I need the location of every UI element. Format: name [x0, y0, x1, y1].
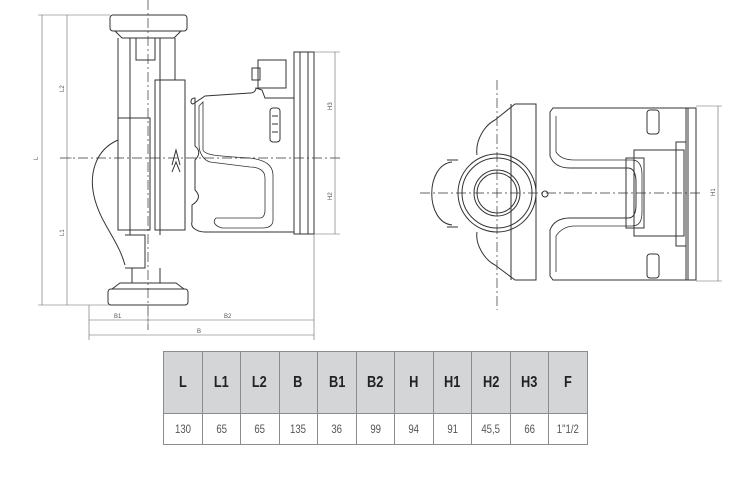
value-cell: 94	[394, 413, 434, 445]
label-H1: H1	[711, 188, 717, 196]
label-H2: H2	[328, 192, 334, 200]
value-cell: 65	[240, 413, 280, 445]
label-B: B	[197, 329, 201, 335]
header-cell: L	[163, 351, 203, 414]
side-view-dimension-labels: L L2 L1 H3 H2 B1 B2 B	[34, 85, 334, 335]
header-cell: H3	[509, 351, 549, 414]
header-cell: L2	[240, 351, 280, 414]
table-row: 130 65 65 135 36 99 94 91 45,5 66 1"1/2	[163, 413, 588, 445]
header-cell: H1	[432, 351, 472, 414]
label-L2: L2	[60, 85, 66, 92]
value-cell: 66	[509, 413, 549, 445]
table-header-row: L L1 L2 B B1 B2 H H1 H2 H3 F	[163, 351, 588, 414]
value-cell: 1"1/2	[548, 413, 588, 445]
value-cell: 135	[278, 413, 318, 445]
header-cell: B2	[355, 351, 395, 414]
header-cell: F	[548, 351, 588, 414]
header-cell: B	[278, 351, 318, 414]
label-B1: B1	[114, 314, 122, 320]
value-cell: 130	[163, 413, 203, 445]
front-view	[420, 80, 700, 310]
value-cell: 99	[355, 413, 395, 445]
value-cell: 65	[201, 413, 241, 445]
label-L1: L1	[60, 229, 66, 236]
label-H3: H3	[328, 102, 334, 110]
header-cell: H2	[471, 351, 511, 414]
header-cell: L1	[201, 351, 241, 414]
header-cell: H	[394, 351, 434, 414]
label-L: L	[34, 156, 40, 160]
side-view	[60, 0, 340, 330]
front-view-dimensions	[696, 105, 722, 282]
value-cell: 36	[317, 413, 357, 445]
label-B2: B2	[224, 314, 232, 320]
side-view-dimensions	[38, 14, 340, 340]
pump-technical-drawing: L L2 L1 H3 H2 B1 B2 B	[34, 0, 722, 340]
dimensions-table: L L1 L2 B B1 B2 H H1 H2 H3 F 130 65 65 1…	[163, 351, 588, 445]
header-cell: B1	[317, 351, 357, 414]
value-cell: 45,5	[471, 413, 511, 445]
value-cell: 91	[432, 413, 472, 445]
